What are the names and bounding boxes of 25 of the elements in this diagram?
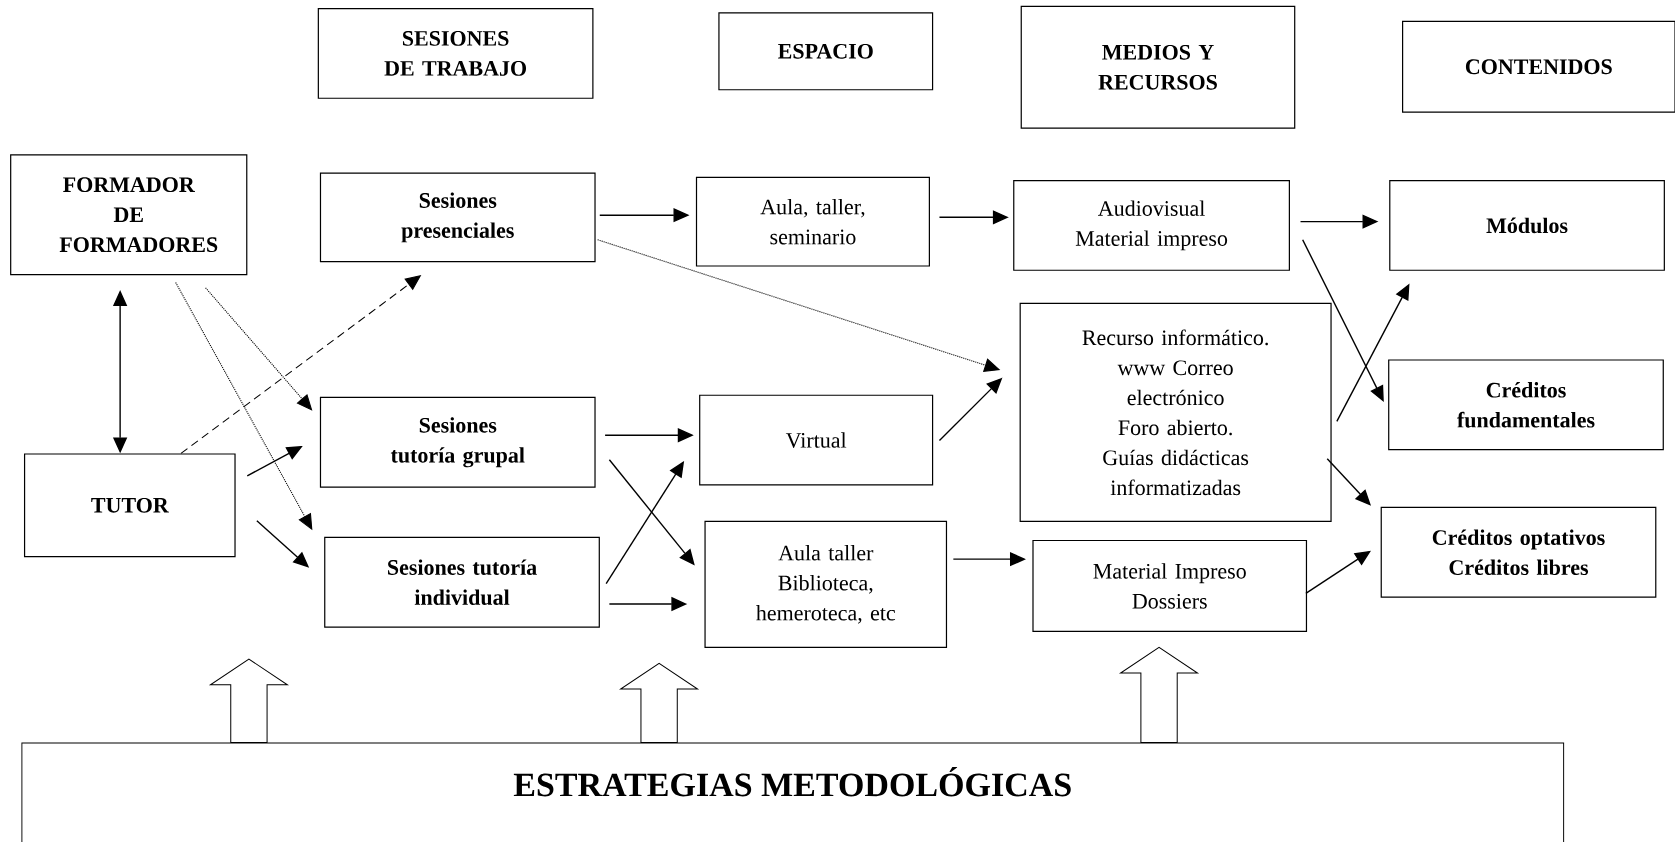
process-box: Sesiones tutoría grupal bbox=[319, 396, 596, 488]
arrow bbox=[205, 287, 313, 411]
process-box: FORMADOR DE FORMADORES bbox=[10, 154, 248, 276]
block-arrow bbox=[1120, 646, 1198, 743]
heading-box: CONTENIDOS bbox=[1402, 20, 1675, 113]
process-box: Créditos optativos Créditos libres bbox=[1380, 506, 1657, 598]
process-box: Recurso informático. www Correo electrónico Foro abierto. Guías didácticas informatizadas bbox=[1019, 302, 1332, 522]
arrow bbox=[1305, 550, 1371, 595]
heading-box: SESIONES DE TRABAJO bbox=[317, 7, 594, 99]
heading-box: ESPACIO bbox=[718, 12, 934, 91]
process-box: Créditos fundamentales bbox=[1388, 359, 1664, 451]
strategy-box: ESTRATEGIAS METODOLÓGICAS bbox=[21, 742, 1565, 842]
process-box: Audiovisual Material impreso bbox=[1013, 179, 1290, 271]
process-box: Virtual bbox=[699, 394, 934, 486]
block-arrow bbox=[620, 662, 699, 743]
process-box: Aula, taller, seminario bbox=[695, 176, 930, 267]
process-box: TUTOR bbox=[23, 453, 236, 558]
heading-box: MEDIOS Y RECURSOS bbox=[1020, 5, 1296, 129]
process-box: Sesiones presenciales bbox=[319, 172, 596, 263]
block-arrow bbox=[209, 658, 288, 743]
process-box: Aula taller Biblioteca, hemeroteca, etc bbox=[704, 520, 948, 648]
process-box: Módulos bbox=[1389, 179, 1665, 271]
process-box: Sesiones tutoría individual bbox=[324, 536, 600, 628]
process-box: Material Impreso Dossiers bbox=[1032, 539, 1308, 632]
arrow bbox=[1326, 458, 1371, 506]
